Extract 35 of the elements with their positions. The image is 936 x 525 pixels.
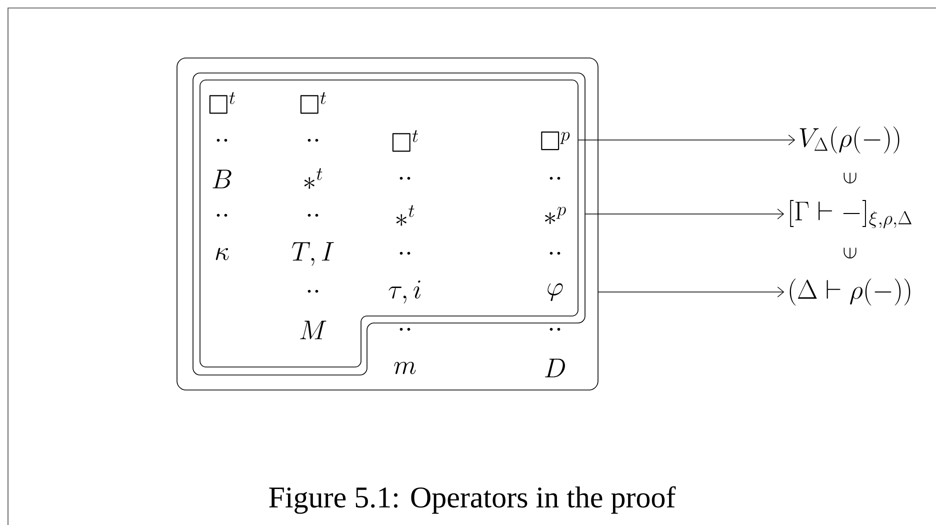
math-symbol: $D$ [544, 358, 565, 378]
math-symbol: $\tau,i$ [388, 280, 420, 304]
arrow [598, 286, 784, 298]
math-symbol: $*^t$ [396, 205, 414, 226]
math-symbol: $\Box^t$ [300, 92, 326, 114]
math-symbol: $T,I$ [292, 242, 334, 266]
arrow [578, 134, 796, 146]
math-symbol: $\cdot\cdot$ [400, 176, 410, 180]
math-expression: $(\Delta\vdash \rho(-))$ [790, 278, 910, 306]
math-symbol: $\cdot\cdot$ [308, 290, 318, 293]
relation-symbol: $\in$ [844, 248, 856, 258]
math-symbol: $*^t$ [304, 168, 322, 189]
math-symbol: $\Box^p$ [541, 132, 570, 150]
math-symbol: $m$ [394, 362, 416, 374]
math-expression: $V_\Delta(\rho(-))$ [800, 126, 900, 154]
math-symbol: $\cdot\cdot$ [308, 214, 318, 217]
math-symbol: $\Box^t$ [392, 130, 418, 152]
math-symbol: $\cdot\cdot$ [550, 176, 560, 180]
math-symbol: $\cdot\cdot$ [550, 252, 560, 255]
figure-caption: Figure 5.1: Operators in the proof [269, 486, 676, 514]
math-symbol: $B$ [212, 170, 232, 188]
math-symbol: $\cdot\cdot$ [216, 138, 228, 142]
math-expression: $[\Gamma\vdash -]_{\xi,\rho,\Delta}$ [790, 200, 912, 228]
math-symbol: $\cdot\cdot$ [550, 328, 560, 331]
math-symbol: $\cdot\cdot$ [308, 138, 318, 142]
math-symbol: $\cdot\cdot$ [400, 328, 410, 331]
relation-symbol: $\in$ [844, 172, 856, 184]
math-symbol: $\Box^t$ [209, 92, 235, 114]
arrow [584, 208, 784, 220]
math-symbol: $\kappa$ [216, 248, 229, 260]
math-symbol: $*^p$ [545, 206, 566, 224]
math-symbol: $\varphi$ [548, 283, 563, 302]
math-symbol: $\cdot\cdot$ [216, 214, 228, 217]
math-symbol: $\cdot\cdot$ [400, 252, 410, 255]
math-symbol: $M$ [300, 320, 326, 340]
